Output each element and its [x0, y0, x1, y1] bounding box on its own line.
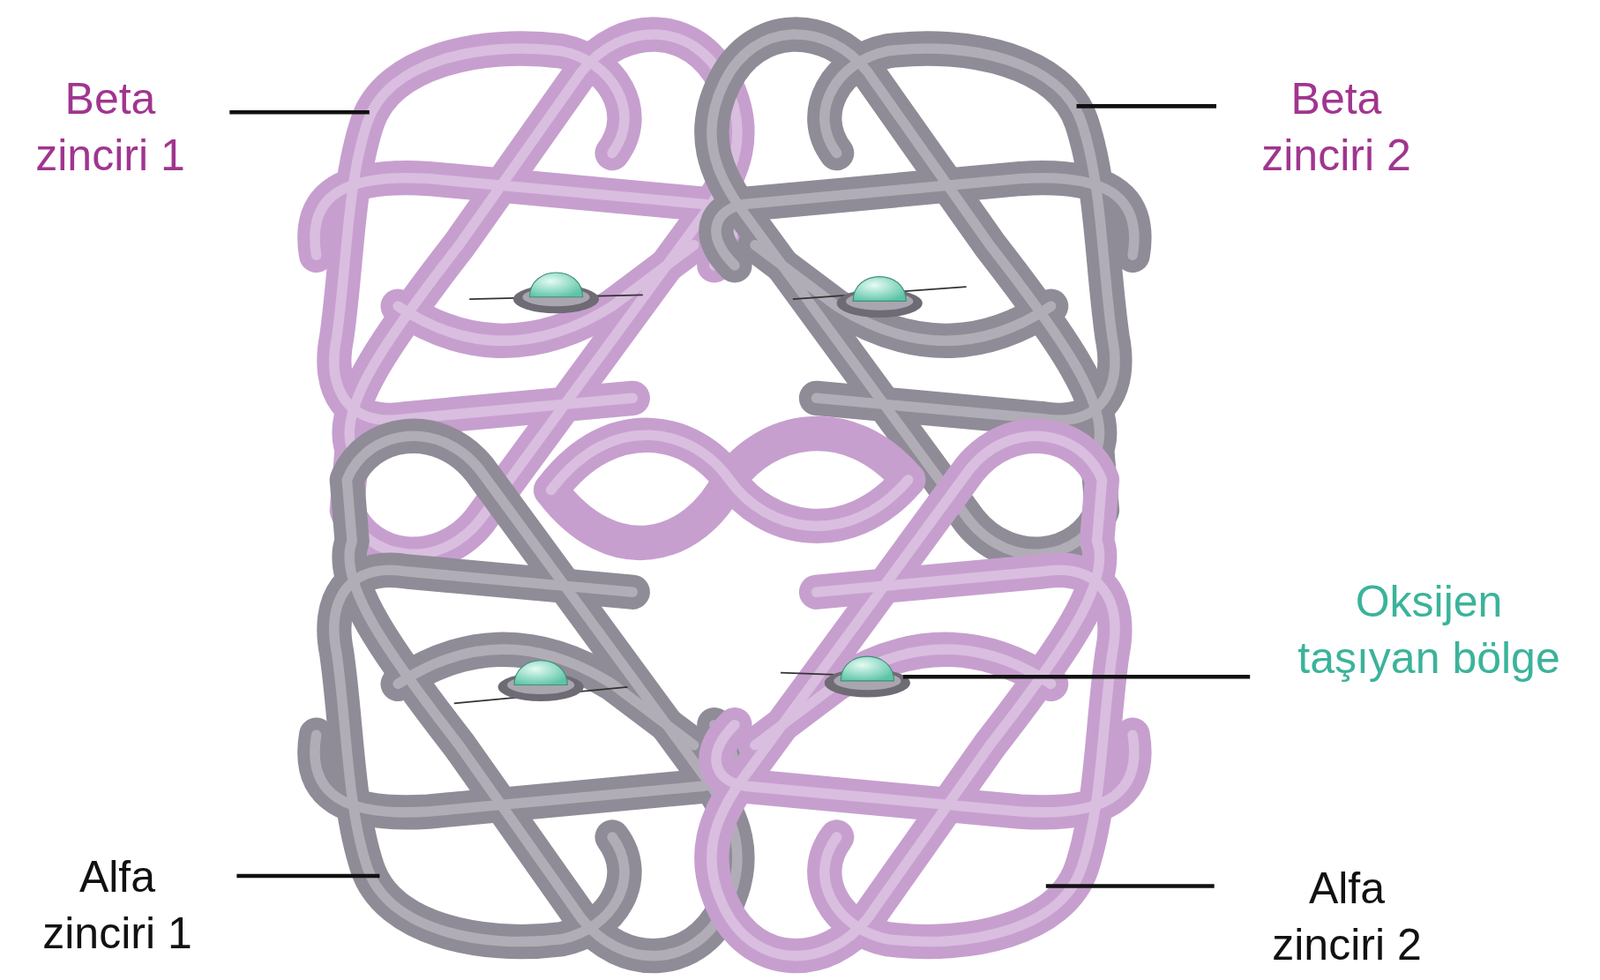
heme-group: [469, 272, 643, 314]
heme-group: [792, 276, 967, 318]
site-label: Oksijen taşıyan bölge: [1283, 573, 1575, 687]
chain-label: Alfa zinciri 1: [24, 848, 210, 962]
leader-line: [1076, 104, 1217, 109]
beta-chain-1: [314, 34, 738, 554]
leader-line: [1046, 883, 1215, 889]
heme-group: [780, 656, 911, 697]
leader-lines: [229, 105, 1250, 886]
chain-label: Beta zinciri 2: [1243, 70, 1429, 184]
leader-line: [229, 110, 369, 115]
chain-label: Beta zinciri 1: [17, 70, 203, 184]
heme-group: [454, 660, 629, 704]
leader-line: [236, 874, 380, 879]
central-twist: [551, 433, 909, 543]
chain-label: Alfa zinciri 2: [1254, 859, 1440, 973]
leader-line: [903, 674, 1250, 680]
